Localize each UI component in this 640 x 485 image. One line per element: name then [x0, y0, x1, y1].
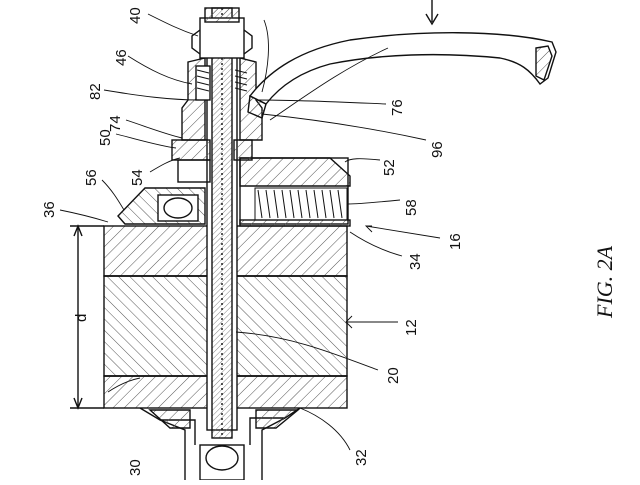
label-56: 56	[83, 169, 100, 186]
label-58: 58	[403, 199, 420, 216]
label-54: 54	[129, 169, 146, 186]
small-spring	[196, 69, 248, 92]
label-34: 34	[407, 253, 424, 270]
label-46: 46	[113, 49, 130, 66]
coil-spring	[254, 187, 348, 221]
label-52: 52	[381, 159, 398, 176]
reference-labels: 40 46 82 74 50 54 56 36 30 76 96 52 58 1…	[41, 7, 617, 476]
label-36: 36	[41, 201, 58, 218]
label-50: 50	[97, 129, 114, 146]
collar	[171, 139, 211, 161]
lever-handle	[248, 32, 557, 105]
figure-caption: FIG. 2A	[592, 245, 617, 319]
label-96: 96	[429, 141, 446, 158]
top-nut	[199, 17, 245, 59]
label-40: 40	[127, 7, 144, 24]
label-30: 30	[127, 459, 144, 476]
label-82: 82	[87, 83, 104, 100]
label-20: 20	[385, 367, 402, 384]
label-32: 32	[353, 449, 370, 466]
label-12: 12	[403, 319, 420, 336]
label-16: 16	[447, 233, 464, 250]
dimension-d-label: d	[73, 314, 90, 322]
label-74: 74	[107, 115, 124, 132]
label-76: 76	[389, 99, 406, 116]
